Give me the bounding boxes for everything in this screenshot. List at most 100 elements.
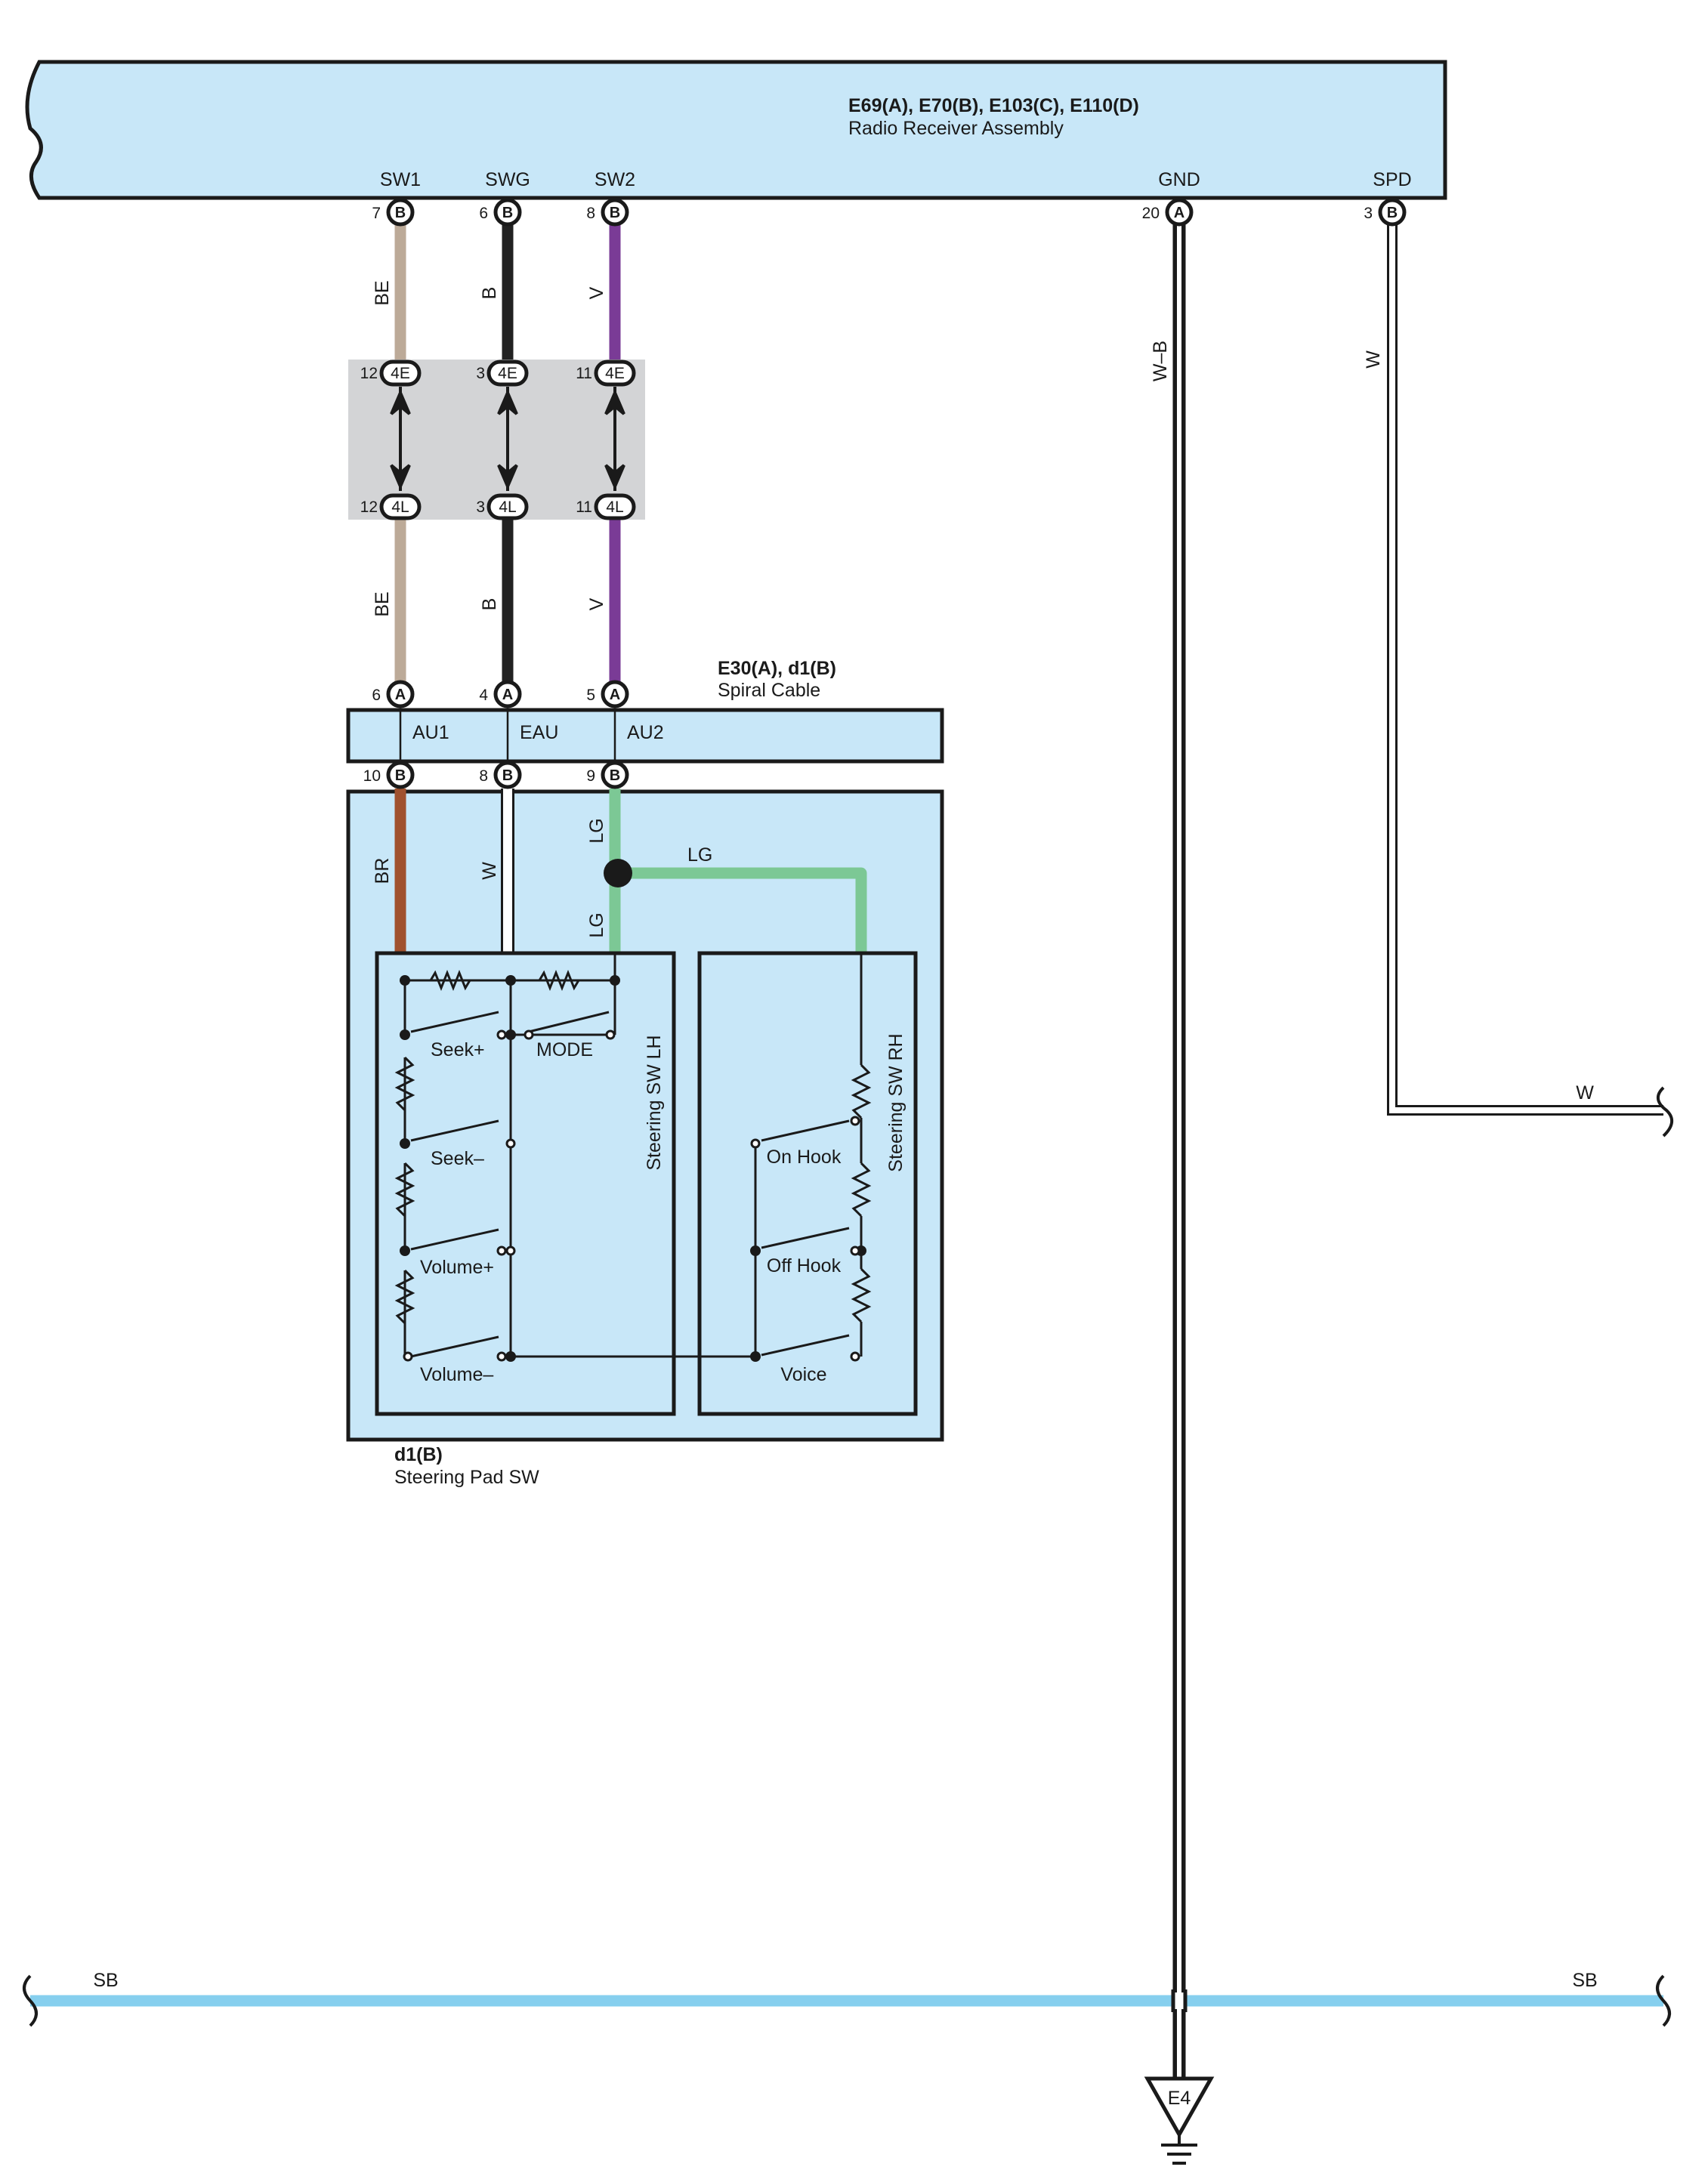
steering-pad-code: d1(B) <box>394 1444 443 1465</box>
ground-icon <box>1161 2134 1197 2165</box>
pin-swg-circle <box>493 198 522 227</box>
pin-spd-number: 3 <box>1364 205 1373 222</box>
junction-bottom-pin-3-connector: 4L <box>606 498 623 516</box>
switch-voice-label: Voice <box>780 1364 826 1385</box>
wire-br-label: BR <box>372 858 393 884</box>
spiral-name: Spiral Cable <box>718 680 820 701</box>
pin-sw1: 7 B <box>372 198 415 227</box>
spiral-codes: E30(A), d1(B) <box>718 658 836 679</box>
spiral-top-pin-2: 4 A <box>479 680 522 708</box>
pin-swg-number: 6 <box>479 205 488 222</box>
junction-arrows <box>390 387 625 491</box>
spiral-top-pin-2-connector: A <box>502 687 513 703</box>
break-mark-spd <box>1657 1086 1673 1137</box>
junction-top-pin-2: 3 4E <box>476 360 529 387</box>
ground-label: E4 <box>1168 2088 1191 2109</box>
junction-bottom-pin-3: 11 4L <box>576 493 636 520</box>
break-mark-sb-right <box>1656 1974 1671 2027</box>
junction-top-pin-1-number: 12 <box>360 365 378 382</box>
wire-be-lower-label: BE <box>372 591 393 616</box>
steering-pad-box <box>346 789 944 1442</box>
radio-name: Radio Receiver Assembly <box>848 118 1064 139</box>
junction-bottom-pin-2-number: 3 <box>476 498 485 516</box>
wire-spd-label: W <box>1363 350 1384 369</box>
spiral-top-pin-2-number: 4 <box>479 687 488 704</box>
ground-triangle <box>1144 2076 1215 2139</box>
switch-on-hook-label: On Hook <box>767 1147 842 1168</box>
pin-swg: 6 B <box>479 198 522 227</box>
switch-off-hook-label: Off Hook <box>767 1255 842 1276</box>
junction-bottom-pin-3-shape <box>594 493 636 520</box>
wire-b-lower-label: B <box>479 598 500 611</box>
spiral-top-pin-3-connector: A <box>610 687 620 703</box>
spiral-top-pin-1-circle <box>386 680 415 708</box>
junction-bottom-pin-2-connector: 4L <box>499 498 516 516</box>
switch-mode-label: MODE <box>536 1039 593 1060</box>
pin-spd: 3 B <box>1364 198 1407 227</box>
spiral-bottom-pin-2: 8 B <box>479 761 522 789</box>
spiral-bottom-pin-2-circle <box>493 761 522 789</box>
junction-top-pin-1-shape <box>379 360 422 387</box>
sb-bus-crossing-gap <box>1172 1992 1186 2009</box>
spiral-top-pin-1: 6 A <box>372 680 415 708</box>
junction-bottom-pin-3-number: 11 <box>576 498 592 516</box>
spiral-top-pin-1-connector: A <box>395 687 406 703</box>
pin-sw1-circle <box>386 198 415 227</box>
spiral-bottom-pin-3-circle <box>601 761 629 789</box>
switch-seek-minus-label: Seek– <box>431 1148 484 1169</box>
spiral-bottom-pin-1: 10 B <box>363 761 415 789</box>
pin-sw2-number: 8 <box>586 205 595 222</box>
steering-sw-lh-label: Steering SW LH <box>644 1035 665 1170</box>
wire-be-upper-label: BE <box>372 280 393 305</box>
wire-lg-lower-label: LG <box>586 912 607 937</box>
junction-top-pin-1-connector: 4E <box>391 365 410 382</box>
lg-splice-point <box>604 859 632 887</box>
junction-bottom-pin-1-connector: 4L <box>391 498 409 516</box>
pin-sw2-circle <box>601 198 629 227</box>
spiral-bottom-pin-2-connector: B <box>502 767 513 784</box>
junction-bottom-pin-1-shape <box>379 493 422 520</box>
spiral-top-pin-3-circle <box>601 680 629 708</box>
wire-lg-branch-label: LG <box>687 844 712 866</box>
steering-pad-name: Steering Pad SW <box>394 1467 539 1488</box>
spiral-terminal-au1: AU1 <box>412 722 449 743</box>
spiral-bottom-pin-1-number: 10 <box>363 767 381 785</box>
wire-lg-branch <box>615 867 867 953</box>
steering-rh-open-contacts <box>750 1116 860 1362</box>
wire-b-upper-label: B <box>479 287 500 300</box>
pin-sw1-number: 7 <box>372 205 381 222</box>
wire-w-label: W <box>479 862 500 880</box>
wire-spd-fill <box>1389 224 1663 1113</box>
pin-sw2: 8 B <box>586 198 629 227</box>
spiral-internal-lines <box>399 710 616 761</box>
break-mark-sb-left <box>23 1974 38 2027</box>
junction-top-pin-2-connector: 4E <box>498 365 517 382</box>
spiral-terminal-eau: EAU <box>520 722 558 743</box>
spiral-bottom-pin-1-circle <box>386 761 415 789</box>
terminal-gnd-label: GND <box>1158 169 1200 190</box>
spiral-top-pin-1-number: 6 <box>372 687 381 704</box>
wire-spd-label-right: W <box>1576 1082 1594 1103</box>
terminal-spd-label: SPD <box>1373 169 1411 190</box>
steering-lh-open-contacts <box>403 1029 616 1362</box>
sb-bus-label-left: SB <box>93 1970 118 1991</box>
pin-spd-circle <box>1378 198 1407 227</box>
switch-seek-plus-label: Seek+ <box>431 1039 485 1060</box>
junction-bottom-pin-1-number: 12 <box>360 498 378 516</box>
spiral-bottom-pin-1-connector: B <box>395 767 406 784</box>
spiral-top-pin-2-circle <box>493 680 522 708</box>
junction-top-pin-3-number: 11 <box>576 365 592 382</box>
spiral-bottom-pin-3-number: 9 <box>586 767 595 785</box>
pin-sw2-connector: B <box>610 205 620 221</box>
junction-top-pin-3-shape <box>594 360 636 387</box>
wire-gnd-label: W–B <box>1150 341 1171 381</box>
steering-sw-lh-box <box>375 951 676 1416</box>
pin-gnd-connector: A <box>1174 205 1184 221</box>
junction-top-pin-3-connector: 4E <box>605 365 625 382</box>
junction-top-pin-1: 12 4E <box>360 360 422 387</box>
spiral-bottom-pin-2-number: 8 <box>479 767 488 785</box>
junction-top-pin-3: 11 4E <box>576 360 636 387</box>
steering-rh-circuit <box>754 953 872 1357</box>
pin-sw1-connector: B <box>395 205 406 221</box>
